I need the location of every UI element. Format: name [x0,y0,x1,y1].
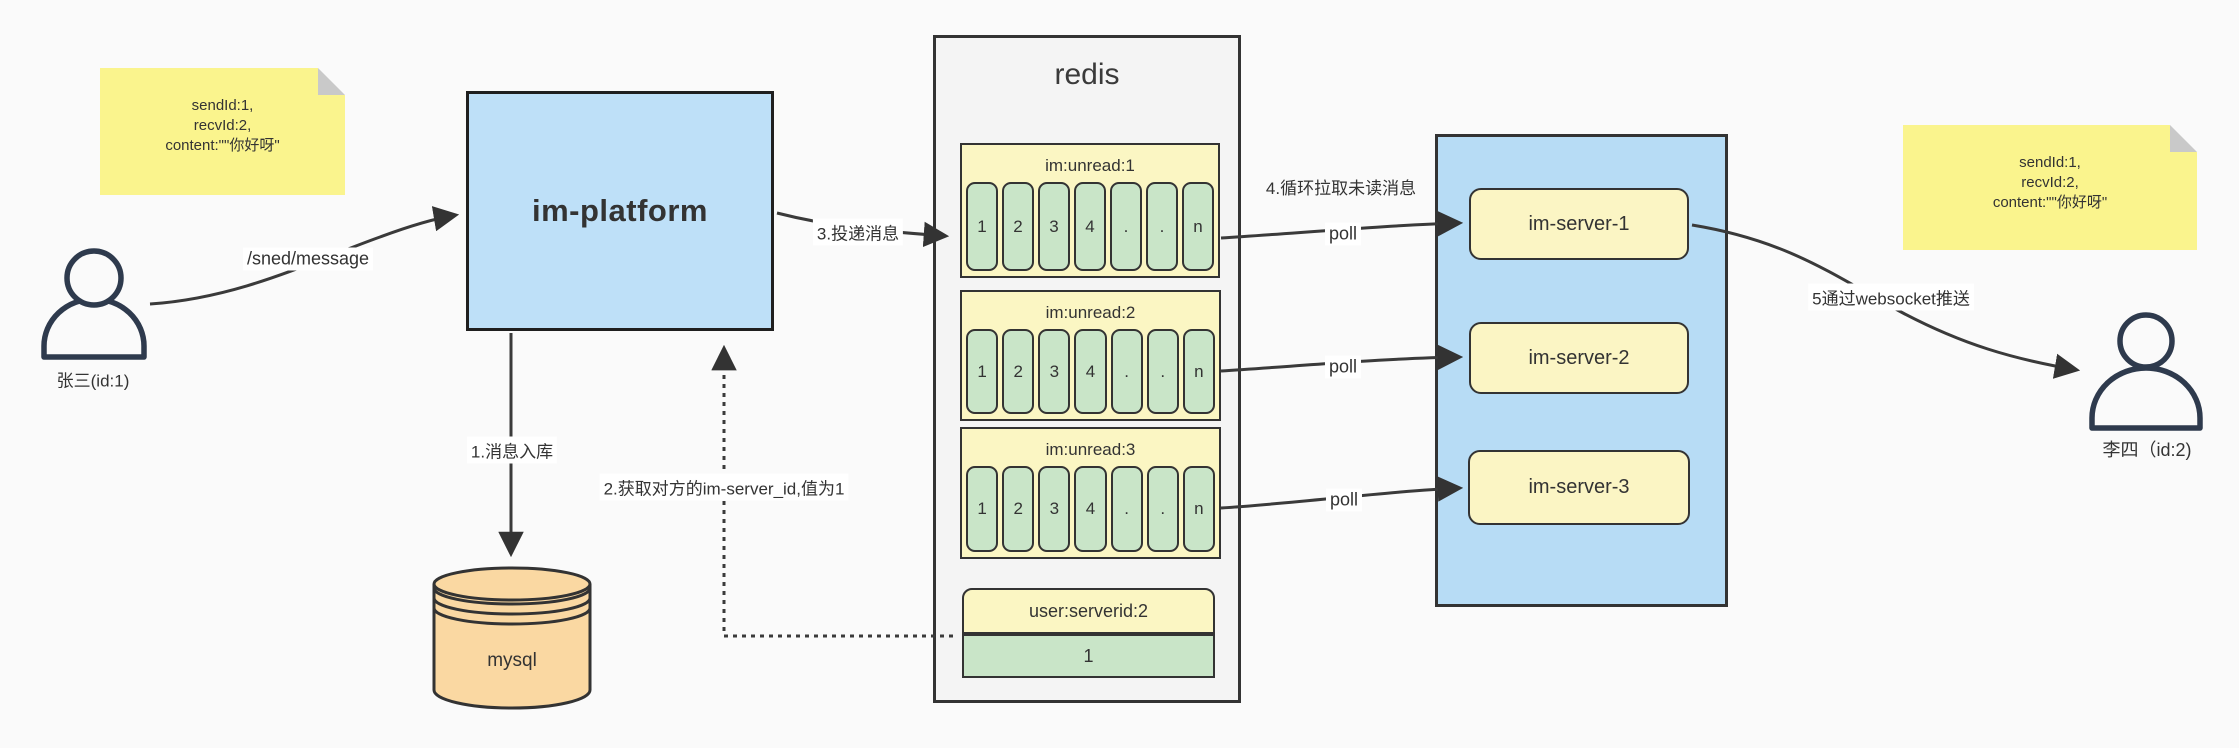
label-poll-2: poll [1324,355,1362,379]
receiver-label: 李四（id:2) [2102,440,2192,460]
queue-cells: 1 2 3 4 . . n [962,182,1218,276]
queue-cell: 4 [1074,329,1107,414]
im-platform-box: im-platform [466,91,774,331]
label-step5-websocket: 5通过websocket推送 [1808,283,1974,311]
sticky-note-right: sendId:1, recvId:2, content:""你好呀" [1903,125,2197,250]
queue-cell: 4 [1074,466,1107,552]
im-server-1-box: im-server-1 [1469,188,1689,260]
label-poll-1: poll [1324,222,1362,246]
note-line: content:""你好呀" [1992,194,2108,211]
note-line: recvId:2, [193,117,252,134]
queue-header: im:unread:2 [1045,303,1136,322]
mysql-label: mysql [487,650,537,671]
queue-cell: . [1146,466,1179,552]
receiver-person-icon [2089,312,2203,431]
user-serverid-header: user:serverid:2 [962,588,1215,634]
queue-cell: . [1110,182,1142,271]
queue-cell: . [1110,329,1143,414]
queue-cell: 1 [966,466,999,552]
queue-cells: 1 2 3 4 . . n [962,466,1219,557]
note-line: sendId:1, [2019,154,2081,171]
queue-cell: . [1146,182,1178,271]
note-fold-icon [2170,125,2197,152]
queue-cell: n [1182,466,1215,552]
sender-person-icon [41,248,147,360]
queue-cell: n [1182,182,1214,271]
label-step3-deliver: 3.投递消息 [812,218,904,246]
im-server-2-box: im-server-2 [1469,322,1689,394]
queue-im-unread-1: im:unread:1 1 2 3 4 . . n [960,143,1220,278]
queue-cell: n [1182,329,1215,414]
label-step1-store-message: 1.消息入库 [466,436,558,464]
queue-header: im:unread:1 [1045,156,1135,175]
note-line: sendId:1, [191,97,254,114]
queue-cell: 2 [1002,182,1034,271]
sticky-note-left: sendId:1, recvId:2, content:""你好呀" [100,68,345,195]
user-serverid-value: 1 [962,634,1215,678]
queue-im-unread-3: im:unread:3 1 2 3 4 . . n [960,427,1221,559]
queue-cell: 2 [1002,466,1035,552]
queue-cell: 3 [1038,182,1070,271]
im-platform-title: im-platform [532,193,708,228]
queue-cell: 4 [1074,182,1106,271]
queue-cell: 2 [1002,329,1035,414]
im-server-3-box: im-server-3 [1468,450,1690,525]
sender-label: 张三(id:1) [56,371,130,391]
queue-im-unread-2: im:unread:2 1 2 3 4 . . n [960,290,1221,421]
label-step2-get-server-id: 2.获取对方的im-server_id,值为1 [599,473,849,501]
label-send-api: /sned/message [242,247,374,271]
queue-cell: 1 [966,182,998,271]
label-step4-poll-unread: 4.循环拉取未读消息 [1265,179,1417,198]
note-line: recvId:2, [2021,174,2079,191]
note-fold-icon [318,68,345,95]
note-line: content:""你好呀" [165,137,280,154]
queue-cell: 3 [1038,466,1071,552]
queue-cell: 1 [966,329,999,414]
queue-cell: 3 [1038,329,1071,414]
mysql-cylinder-icon [432,566,592,710]
label-poll-3: poll [1325,488,1363,512]
queue-cells: 1 2 3 4 . . n [962,329,1219,419]
redis-title: redis [1054,58,1120,91]
queue-cell: . [1146,329,1179,414]
queue-cell: . [1110,466,1143,552]
queue-header: im:unread:3 [1045,440,1136,459]
